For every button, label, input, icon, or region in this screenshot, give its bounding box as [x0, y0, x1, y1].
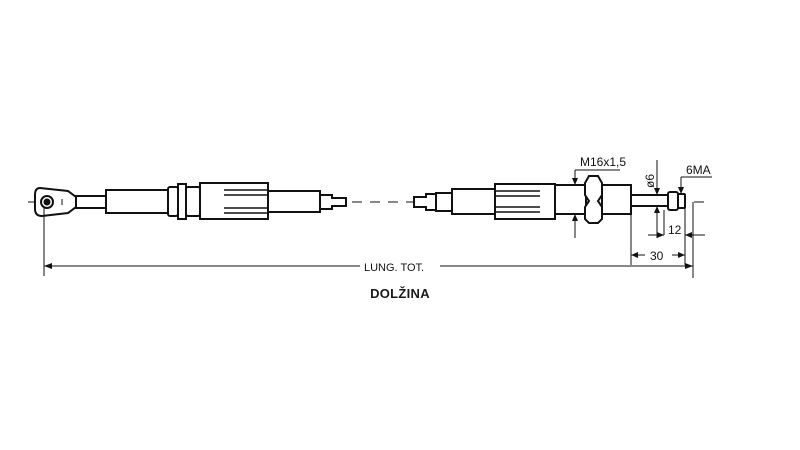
rod-end-eyelet	[34, 186, 77, 218]
dimension-lines	[43, 160, 712, 278]
left-rod	[75, 195, 107, 209]
left-collar	[167, 183, 201, 220]
left-wire-stub	[319, 194, 347, 210]
right-wire-stub	[413, 193, 437, 211]
right-knurled-sleeve	[494, 183, 556, 220]
end-rod	[630, 194, 669, 207]
end-thread-label: 6MA	[686, 163, 711, 177]
left-knurled-sleeve	[199, 182, 269, 220]
hex-nut	[584, 175, 603, 224]
end-nut	[667, 191, 679, 211]
arrowheads	[44, 178, 693, 269]
thread-label: M16x1,5	[580, 155, 626, 169]
dim-12-label: 12	[668, 223, 682, 237]
total-length-label: LUNG. TOT.	[364, 262, 424, 274]
dim-30-label: 30	[650, 249, 664, 263]
threaded-body	[554, 184, 587, 215]
left-tube	[105, 189, 169, 214]
caption: DOLŽINA	[370, 286, 430, 301]
left-sheath	[267, 190, 321, 213]
right-tube	[451, 188, 496, 215]
threaded-body-2	[601, 184, 632, 215]
end-tip	[677, 193, 686, 209]
rod-diameter-label: ø6	[643, 174, 657, 188]
